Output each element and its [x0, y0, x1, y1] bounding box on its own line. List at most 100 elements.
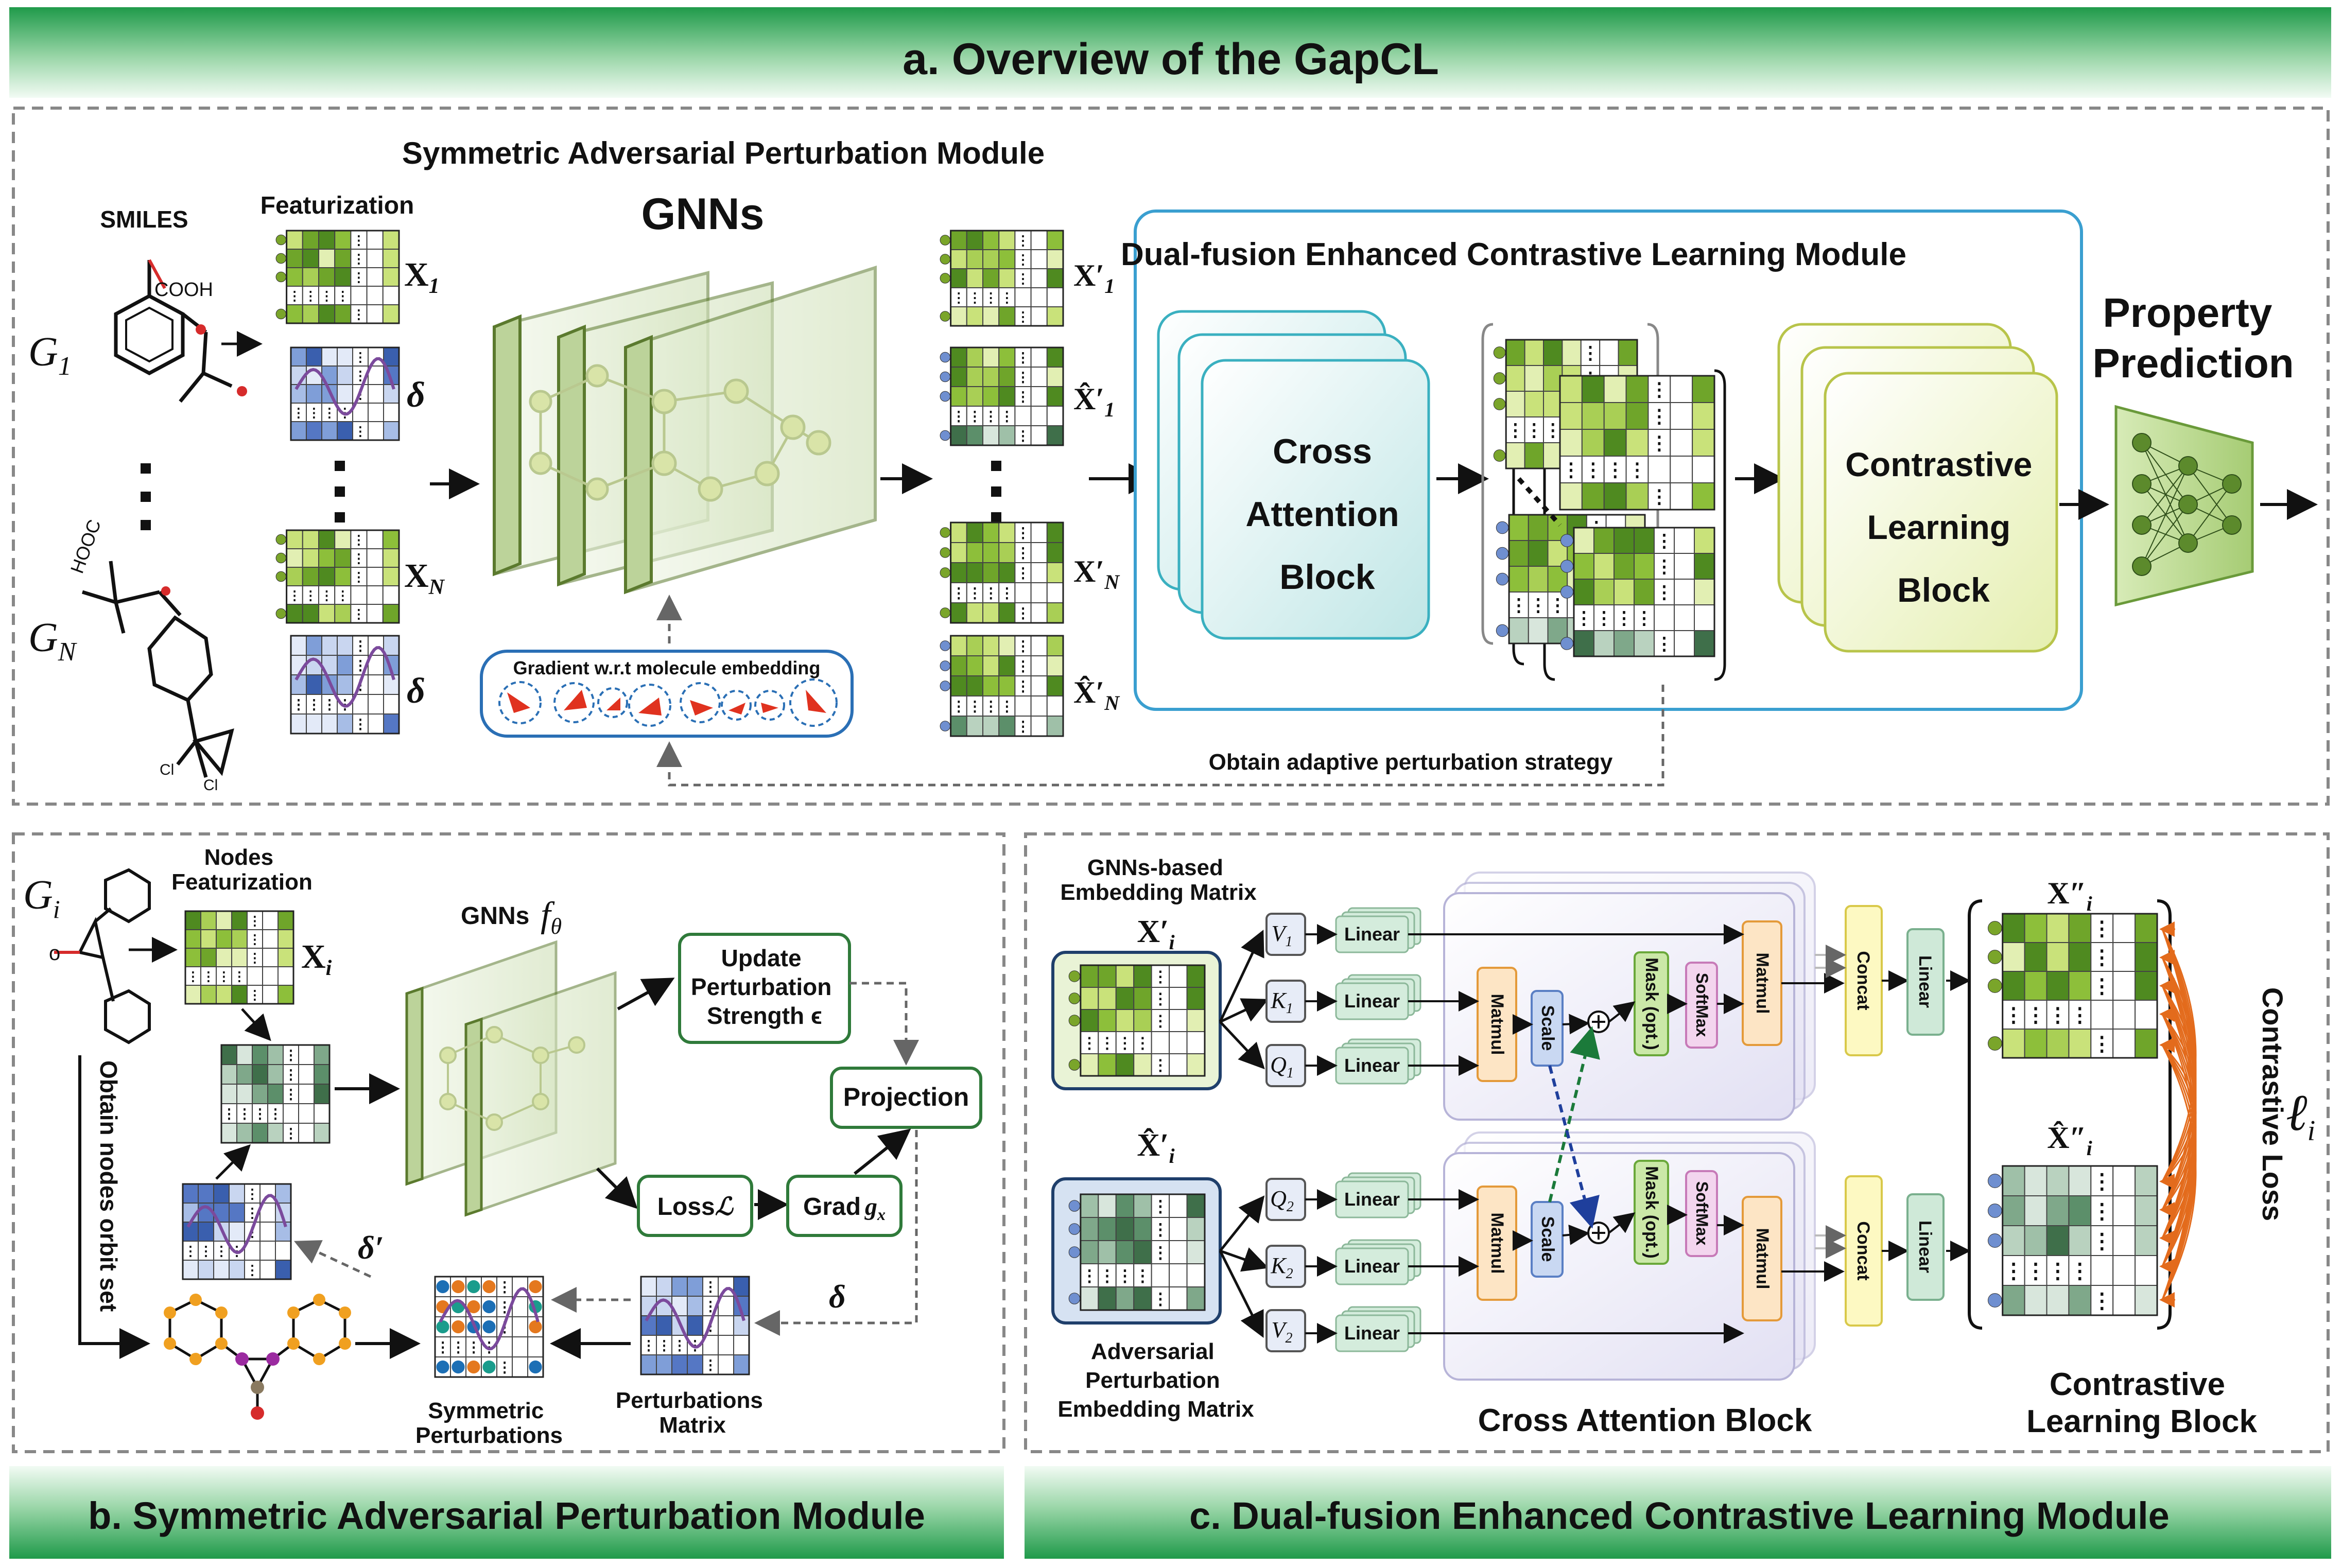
matrix-ellipsis: ⋮ [320, 588, 333, 603]
clb-label: Contrastive Learning Block [1845, 445, 2041, 609]
matrix-cell [687, 1315, 703, 1336]
matrix-cell [2002, 1195, 2025, 1226]
row-label-badge [275, 534, 287, 545]
matrix-cell [1670, 482, 1693, 510]
matrix-cell [966, 522, 984, 543]
matrix-cell [1614, 527, 1635, 554]
arrow-pert-up [215, 1144, 251, 1180]
row-label-badge [275, 271, 287, 283]
matrix-ellipsis: ⋮ [1153, 968, 1168, 985]
ellipsis-left [141, 463, 151, 530]
row-label-badge [1068, 970, 1081, 982]
matrix-cell [1133, 1240, 1152, 1264]
matrix-ellipsis: ⋮ [222, 1106, 236, 1122]
matrix-ellipsis: ⋮ [288, 588, 301, 603]
matrix-dot [529, 1360, 542, 1374]
matrix-ellipsis: ⋮ [246, 1263, 259, 1278]
orbit-label: Obtain nodes orbit set [95, 1060, 122, 1312]
matrix-cell [286, 604, 303, 623]
matrix-ellipsis: ⋮ [1117, 1035, 1133, 1052]
matrix-border [184, 910, 294, 1005]
matrix-cell [950, 542, 967, 563]
matrix-cell [1080, 1286, 1099, 1311]
matrix-cell [950, 425, 967, 446]
matrix-cell [1674, 553, 1695, 580]
adaptive-label: Obtain adaptive perturbation strategy [1209, 750, 1613, 775]
matrix-cell [200, 985, 217, 1004]
matrix-cell [318, 567, 336, 586]
matrix-cell [1046, 386, 1064, 407]
matrix-cell [1559, 429, 1583, 457]
matrix-cell [2046, 1285, 2070, 1316]
gn-label: GN [28, 615, 78, 667]
matrix-ellipsis: ⋮ [1016, 658, 1030, 674]
matrix-cell [2112, 1029, 2136, 1058]
matrix-cell [229, 1183, 245, 1204]
x2pi-label: X″i [2047, 876, 2092, 915]
matrix-cell [314, 1064, 330, 1085]
matrix-border [434, 1276, 544, 1378]
matrix-cell [382, 249, 400, 268]
loss-box [637, 1175, 753, 1237]
matrix-dot [482, 1320, 496, 1334]
matrix-cell [221, 1064, 237, 1085]
matrix-border [950, 346, 1064, 446]
row-label-badge [940, 311, 951, 322]
g1-label: G1 [28, 329, 72, 381]
gn-cl-2: Cl [203, 777, 218, 794]
matrix-cell [1046, 268, 1064, 288]
matrix-ellipsis: ⋮ [1000, 409, 1014, 424]
matrix-cell [1030, 675, 1048, 696]
matrix-ellipsis: ⋮ [354, 717, 368, 732]
row-label-badge [1560, 637, 1574, 650]
matrix-ellipsis: ⋮ [984, 409, 998, 424]
matrix-ellipsis: ⋮ [2025, 1259, 2046, 1283]
matrix-cell [1625, 402, 1649, 430]
matrix-ellipsis: ⋮ [968, 585, 982, 601]
matrix-cell [982, 347, 1000, 368]
matrix-x1-hat-prime: ⋮⋮⋮⋮⋮⋮⋮⋮ [940, 346, 1064, 446]
matrix-cell [1115, 1194, 1135, 1218]
matrix-cell [302, 567, 319, 586]
matrix-cell [267, 1064, 284, 1085]
matrix-cell [306, 635, 322, 656]
row-label-badge [1496, 572, 1509, 586]
matrix-perturbations: ⋮⋮⋮⋮⋮⋮⋮⋮ [640, 1276, 750, 1375]
matrix-cell [368, 674, 384, 695]
matrix-cell [1169, 1263, 1188, 1287]
perturbation-wave [439, 1287, 540, 1351]
matrix-cell [2002, 1165, 2025, 1196]
matrix-ellipsis: ⋮ [1650, 379, 1669, 400]
matrix-cell [2002, 1029, 2025, 1058]
matrix-ellipsis: ⋮ [1152, 1220, 1169, 1239]
matrix-cell [1573, 630, 1594, 657]
arrow-sym-to-dp [293, 1240, 372, 1278]
matrix-dot [529, 1280, 542, 1294]
matrix-cell [231, 948, 248, 967]
row-label-badge [940, 371, 951, 382]
matrix-cell [259, 1183, 276, 1204]
matrix-cell [718, 1335, 734, 1355]
matrix-cell [950, 249, 967, 269]
xi-label: Xi [301, 938, 332, 980]
matrix-cell [2068, 1029, 2092, 1058]
concat-boxes [1845, 905, 1883, 1327]
panel-b-banner-title: b. Symmetric Adversarial Perturbation Mo… [88, 1494, 925, 1537]
matrix-ellipsis: ⋮ [1135, 1035, 1150, 1052]
matrix-cell [286, 567, 303, 586]
row-label-badge [1987, 979, 2002, 993]
panel-b: b. Symmetric Adversarial Perturbation Mo… [9, 832, 1005, 1559]
matrix-cell [2135, 1165, 2158, 1196]
softmax-2-label: SoftMax [1693, 1181, 1711, 1246]
matrix-cell [1115, 1240, 1135, 1264]
matrix-ellipsis: ⋮ [704, 1357, 718, 1373]
matrix-ellipsis: ⋮ [1655, 531, 1673, 551]
matrix-cell [1524, 339, 1545, 366]
cab-c-label: Cross Attention Block [1478, 1403, 1812, 1438]
matrix-cell [2024, 1225, 2048, 1256]
matrix-ellipsis: ⋮ [354, 350, 367, 364]
matrix-cell [966, 655, 984, 676]
matrix-ellipsis: ⋮ [288, 289, 301, 303]
matrix-delta-prime: ⋮⋮⋮⋮⋮⋮⋮⋮ [182, 1183, 292, 1280]
